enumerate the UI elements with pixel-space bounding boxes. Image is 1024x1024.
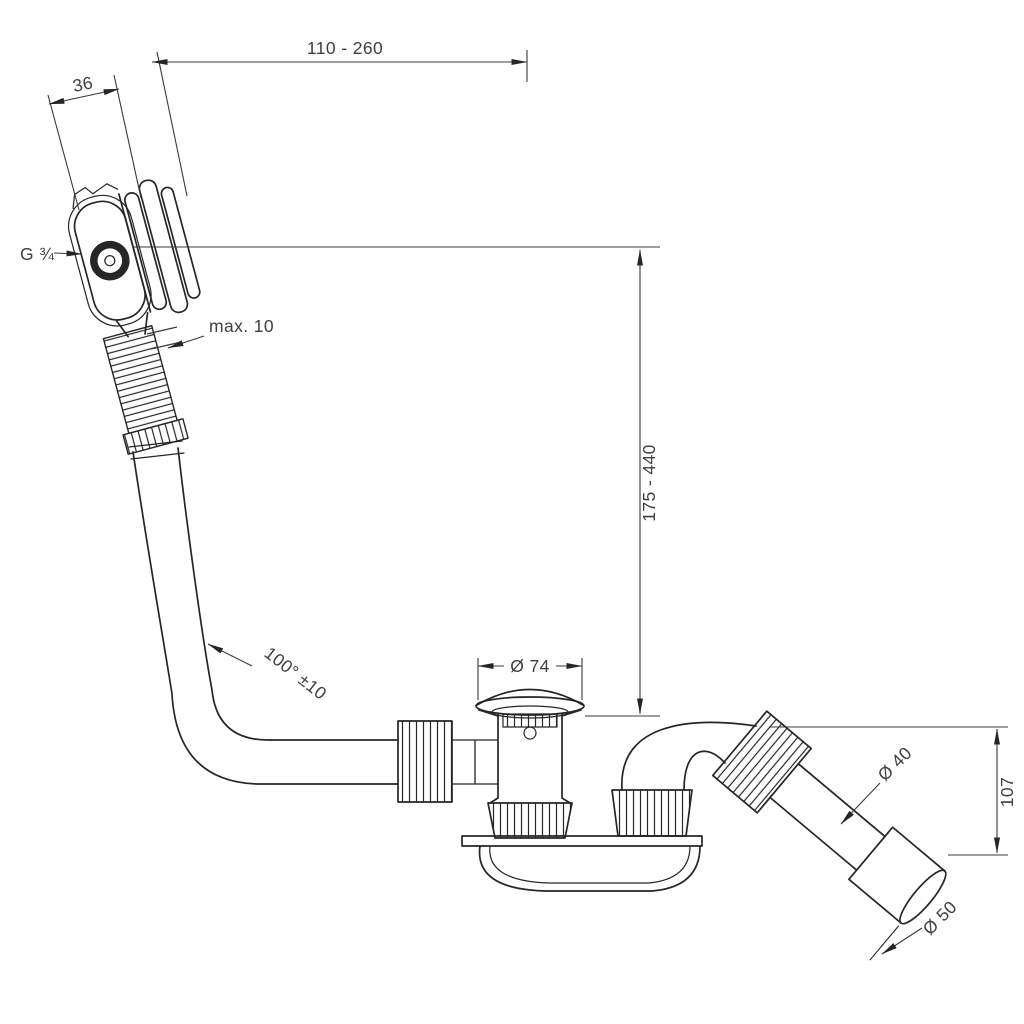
dim-outlet-height: 107 xyxy=(770,726,1017,856)
trap-bowl xyxy=(461,835,703,892)
waste-tee xyxy=(397,713,573,839)
dim-width-range-label: 110 - 260 xyxy=(307,38,383,58)
dim-depth-label: 36 xyxy=(71,72,95,96)
label-pipe-diameter: Ø 40 xyxy=(840,743,916,825)
max-wall-label: max. 10 xyxy=(209,316,274,336)
overflow-fitting xyxy=(67,179,201,338)
label-hose-angle: 100° ±10 xyxy=(207,643,331,704)
waste-diameter-label: Ø 74 xyxy=(510,656,550,676)
label-max-wall: max. 10 xyxy=(146,316,274,350)
hose-angle-label: 100° ±10 xyxy=(261,643,331,704)
dim-height-range: 175 - 440 xyxy=(132,246,660,717)
label-thread: G ¾ xyxy=(20,244,83,264)
thread-label: G ¾ xyxy=(20,244,54,264)
waste-strainer xyxy=(475,688,585,740)
dim-width-range: 110 - 260 xyxy=(151,38,528,197)
product-artwork xyxy=(67,179,947,961)
outlet-height-label: 107 xyxy=(997,777,1017,807)
overflow-knob xyxy=(90,240,130,281)
height-range-label: 175 - 440 xyxy=(639,444,659,522)
union-nut-center xyxy=(487,802,573,839)
label-outlet-diameter: Ø 50 xyxy=(881,897,961,955)
overflow-pipe xyxy=(128,440,399,785)
union-nut-right xyxy=(611,789,693,837)
outlet-pipe xyxy=(711,710,947,961)
union-nut-outlet xyxy=(711,710,813,814)
outlet-elbow xyxy=(611,721,757,837)
outlet-diameter-label: Ø 50 xyxy=(919,897,961,939)
dim-depth: 36 xyxy=(47,72,142,211)
pipe-diameter-label: Ø 40 xyxy=(874,743,916,785)
union-nut-left xyxy=(397,720,453,803)
dim-waste-diameter: Ø 74 xyxy=(477,656,583,700)
